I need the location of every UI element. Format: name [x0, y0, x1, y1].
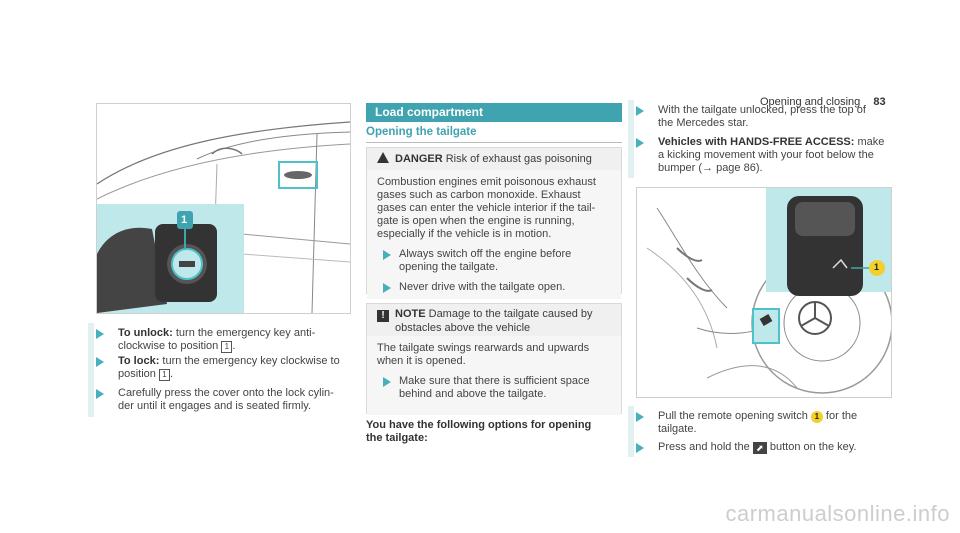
page-header: Opening and closing 83 — [760, 96, 886, 108]
list-sidebar — [628, 406, 634, 438]
interior-switch-illustration — [646, 188, 891, 394]
danger-text: Combustion engines emit poisonous exhaus… — [377, 176, 596, 188]
bullet-text: turn the emergency key clockwise to — [159, 355, 340, 367]
position-1-icon: 1 — [158, 369, 170, 381]
exclamation-icon: ! — [377, 310, 389, 322]
divider — [366, 142, 622, 143]
note-label: NOTE — [395, 308, 426, 320]
bullet-arrow-icon — [383, 250, 391, 260]
note-bullet-text: behind and above the tailgate. — [399, 388, 547, 400]
bullet-text: With the tailgate unlocked, press the to… — [658, 104, 866, 116]
bullet-arrow-icon — [96, 329, 104, 339]
bullet-text: der until it engages and is seated firml… — [118, 400, 312, 412]
bullet-text: Press and hold the — [658, 441, 753, 453]
bullet-text: a kicking movement with your foot below … — [658, 149, 874, 161]
note-header: ! NOTE Damage to the tailgate caused by o… — [367, 304, 621, 336]
subsection-title: Opening the tailgate — [366, 126, 477, 138]
note-bullet-text: Make sure that there is sufficient space — [399, 375, 590, 387]
danger-box: DANGER Risk of exhaust gas poisoning Com… — [366, 147, 622, 299]
callout-1-icon: 1 — [810, 411, 823, 423]
bullet-arrow-icon — [636, 106, 644, 116]
danger-header: DANGER Risk of exhaust gas poisoning — [367, 148, 621, 170]
list-item: To unlock: turn the emergency key anti- … — [88, 323, 356, 357]
note-body: The tailgate swings rearwards and upward… — [367, 336, 621, 415]
list-item: To lock: turn the emergency key clockwis… — [88, 351, 356, 385]
list-item: Press and hold the ⬈ button on the key. — [628, 437, 896, 461]
danger-title: Risk of exhaust gas poisoning — [442, 153, 592, 165]
bullet-text: position — [118, 368, 159, 380]
options-heading: You have the following options for openi… — [366, 419, 591, 445]
list-sidebar — [628, 100, 634, 132]
bullet-strong: To lock: — [118, 355, 160, 367]
list-item: Always switch off the engine before open… — [377, 248, 611, 274]
note-title: obstacles above the vehicle — [395, 322, 531, 334]
list-item: Vehicles with HANDS-FREE ACCESS: make a … — [628, 132, 896, 180]
danger-body: Combustion engines emit poisonous exhaus… — [367, 170, 621, 299]
list-sidebar — [88, 383, 94, 417]
watermark: carmanualsonline.info — [725, 501, 950, 526]
bullet-text: make — [854, 136, 885, 148]
bullet-text: the Mercedes star. — [658, 117, 749, 129]
bullet-text: Carefully press the cover onto the lock … — [118, 387, 334, 399]
bullet-strong: To unlock: — [118, 327, 173, 339]
danger-bullet-text: Always switch off the engine before — [399, 248, 572, 260]
bullet-text: button on the key. — [766, 441, 857, 453]
bullet-arrow-icon — [636, 412, 644, 422]
bullet-arrow-icon — [383, 283, 391, 293]
list-sidebar — [88, 351, 94, 385]
list-item: Pull the remote opening switch 1 for the… — [628, 406, 896, 440]
bullet-text: tailgate. — [658, 423, 697, 435]
list-sidebar — [628, 132, 634, 178]
bullet-text: for the — [822, 410, 858, 422]
danger-bullet-text: opening the tailgate. — [399, 261, 499, 273]
list-item: Carefully press the cover onto the lock … — [88, 383, 356, 417]
bullet-strong: Vehicles with HANDS-FREE ACCESS: — [658, 136, 855, 148]
trunk-icon: ⬈ — [752, 442, 767, 454]
door-lock-illustration — [97, 121, 350, 313]
bullet-arrow-icon — [383, 377, 391, 387]
note-box: ! NOTE Damage to the tailgate caused by o… — [366, 303, 622, 415]
list-item: Never drive with the tailgate open. — [377, 281, 611, 294]
bullet-arrow-icon — [636, 138, 644, 148]
position-1-icon: 1 — [221, 341, 233, 353]
section-name: Opening and closing — [760, 96, 861, 108]
bullet-text: . — [169, 368, 174, 380]
note-title: Damage to the tailgate caused by — [425, 308, 593, 320]
list-sidebar — [628, 437, 634, 457]
bullet-text: turn the emergency key anti- — [172, 327, 316, 339]
interior-switch-figure: 1 — [636, 187, 892, 398]
list-item: Make sure that there is sufficient space… — [377, 375, 611, 401]
bullet-text: bumper (→ page 86). — [658, 162, 763, 174]
danger-text: especially if the vehicle is in motion. — [377, 228, 552, 240]
warning-triangle-icon — [377, 152, 389, 163]
bullet-text: clockwise to position — [118, 340, 222, 352]
section-title: Load compartment — [366, 103, 622, 122]
bullet-text: Pull the remote opening switch — [658, 410, 811, 422]
danger-text: gate is open when the engine is running, — [377, 215, 575, 227]
bullet-arrow-icon — [96, 357, 104, 367]
danger-text: gases such as carbon monoxide. Exhaust — [377, 189, 581, 201]
bullet-text: . — [232, 340, 236, 352]
bullet-arrow-icon — [636, 443, 644, 453]
options-heading-line: You have the following options for openi… — [366, 419, 592, 431]
note-text: when it is opened. — [377, 355, 466, 367]
figure-callout-1: 1 — [874, 262, 880, 272]
figure-callout-1: 1 — [181, 214, 188, 226]
bullet-arrow-icon — [96, 389, 104, 399]
page-number: 83 — [873, 96, 886, 108]
list-item: With the tailgate unlocked, press the to… — [628, 100, 896, 134]
note-text: The tailgate swings rearwards and upward… — [377, 342, 590, 354]
options-heading-line: the tailgate: — [366, 432, 428, 444]
danger-bullet-text: Never drive with the tailgate open. — [399, 281, 566, 293]
list-sidebar — [88, 323, 94, 357]
danger-label: DANGER — [395, 153, 443, 165]
danger-text: gases can enter the vehicle interior if … — [377, 202, 596, 214]
door-lock-figure: 1 — [96, 103, 351, 314]
